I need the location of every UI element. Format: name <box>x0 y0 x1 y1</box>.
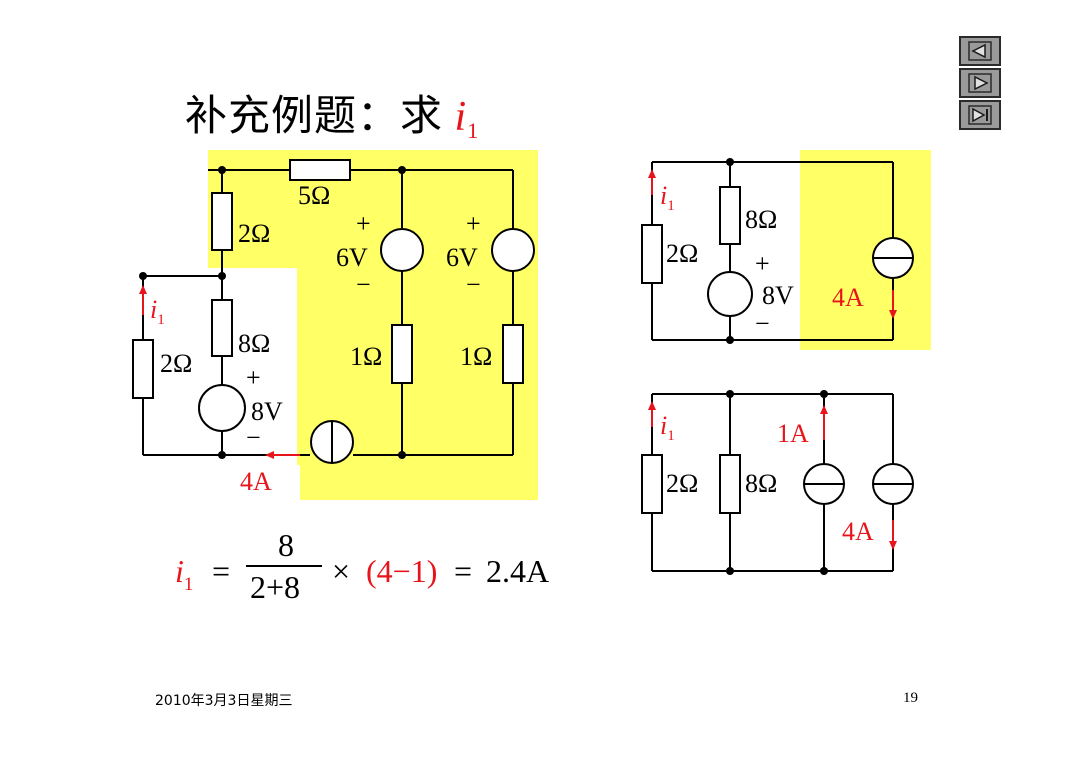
label-8ohm: 8Ω <box>745 469 777 498</box>
resistor-2ohm-left <box>132 339 154 399</box>
label-8v: 8V <box>762 281 794 310</box>
formula-result: 2.4A <box>486 553 549 589</box>
label-plus-1: + <box>356 209 371 238</box>
label-i1: i1 <box>660 181 675 214</box>
label-2ohm: 2Ω <box>666 469 698 498</box>
resistor-1ohm-2 <box>502 324 524 384</box>
circuit-3 <box>641 390 914 575</box>
label-i1: i1 <box>660 411 675 444</box>
label-plus: + <box>755 249 770 278</box>
voltage-source-6v-2 <box>491 228 535 272</box>
formula-eq2: = <box>454 553 472 589</box>
prev-slide-button[interactable] <box>959 36 1001 66</box>
circuit-2 <box>641 150 931 350</box>
highlight-region-1 <box>200 150 538 500</box>
label-2ohm: 2Ω <box>666 239 698 268</box>
footer-date: 2010年3月3日星期三 <box>155 693 293 709</box>
title-text: 补充例题：求 <box>185 94 444 140</box>
resistor-2ohm-top <box>211 192 233 251</box>
page-title: 补充例题：求 i1 <box>185 82 479 144</box>
formula: i1 = 8 2+8 × (4−1) = 2.4A <box>175 527 549 605</box>
formula-lhs: i1 <box>175 553 193 595</box>
circuit-1 <box>132 150 538 500</box>
resistor-5ohm <box>289 159 351 181</box>
last-slide-button[interactable] <box>959 100 1001 130</box>
label-5ohm: 5Ω <box>298 181 330 210</box>
label-minus: − <box>755 309 770 338</box>
label-2ohm-left: 2Ω <box>160 349 192 378</box>
label-1ohm-1: 1Ω <box>350 342 382 371</box>
triangle-left-icon <box>968 41 992 61</box>
label-6v-1: 6V <box>336 243 368 272</box>
label-8v: 8V <box>251 397 283 426</box>
resistor-8ohm <box>211 299 233 357</box>
label-plus-3: + <box>246 363 261 392</box>
label-i1: i1 <box>150 295 165 328</box>
label-minus-2: − <box>466 270 481 299</box>
resistor-2ohm <box>641 454 663 514</box>
page-number: 19 <box>903 690 918 706</box>
triangle-right-icon <box>968 73 992 93</box>
resistor-8ohm <box>719 454 741 514</box>
triangle-end-icon <box>968 105 992 125</box>
circuit-2-labels: i1 8Ω 2Ω + 8V − 4A <box>660 181 864 338</box>
label-8ohm: 8Ω <box>238 329 270 358</box>
formula-numerator: 8 <box>278 527 294 563</box>
label-4a: 4A <box>832 283 864 312</box>
label-minus-1: − <box>356 270 371 299</box>
circuit-1-labels: 5Ω 2Ω 8Ω 2Ω 1Ω 1Ω + 6V − + 6V − + 8V − i… <box>150 181 492 496</box>
formula-paren: (4−1) <box>366 553 437 589</box>
label-1a: 1A <box>777 419 809 448</box>
voltage-source-8v <box>198 384 246 432</box>
voltage-source-6v-1 <box>380 228 424 272</box>
title-var: i1 <box>454 94 480 143</box>
voltage-source-8v <box>707 271 753 317</box>
resistor-1ohm-1 <box>391 324 413 384</box>
circuit-3-labels: i1 1A 2Ω 8Ω 4A <box>660 411 874 546</box>
label-plus-2: + <box>466 209 481 238</box>
label-1ohm-2: 1Ω <box>460 342 492 371</box>
resistor-8ohm <box>719 186 741 245</box>
formula-eq: = <box>212 553 230 589</box>
label-8ohm: 8Ω <box>745 205 777 234</box>
resistor-2ohm <box>641 224 663 284</box>
next-slide-button[interactable] <box>959 68 1001 98</box>
label-2ohm-top: 2Ω <box>238 219 270 248</box>
label-minus-3: − <box>246 423 261 452</box>
label-4a: 4A <box>842 517 874 546</box>
label-4a: 4A <box>240 467 272 496</box>
formula-times: × <box>332 553 350 589</box>
label-6v-2: 6V <box>446 243 478 272</box>
formula-denominator: 2+8 <box>250 569 300 605</box>
